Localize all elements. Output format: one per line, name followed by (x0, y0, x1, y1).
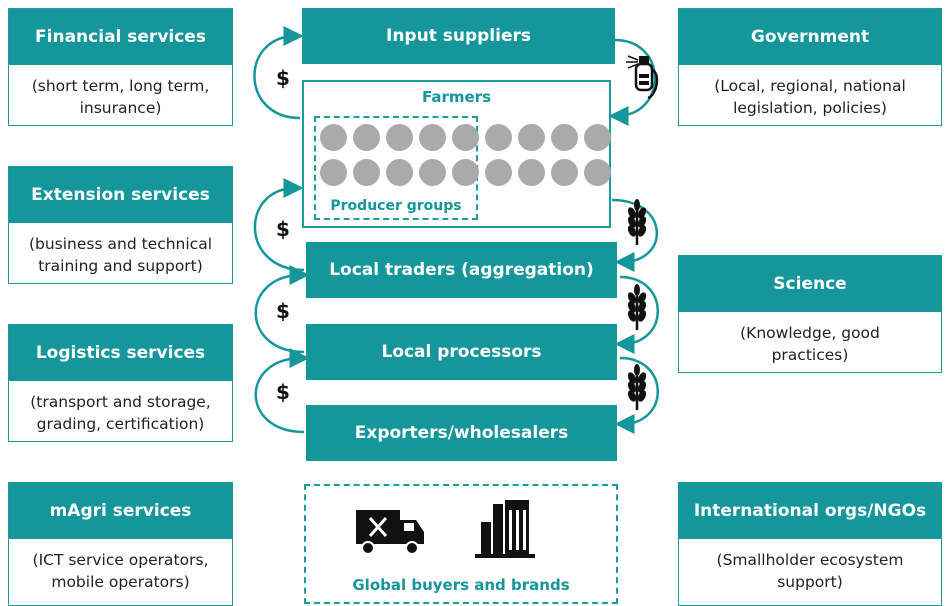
product-arrow-1 (611, 198, 659, 272)
farmer-dot (452, 124, 479, 151)
magri-services-box: mAgri services (ICT service operators, m… (8, 482, 233, 606)
grain-icon (627, 199, 647, 245)
farmer-dot (320, 124, 347, 151)
extension-services-desc: (business and technical training and sup… (28, 235, 213, 275)
money-arrow-1 (253, 26, 304, 120)
farmer-dot (419, 124, 446, 151)
international-orgs-desc: (Smallholder ecosystem support) (716, 551, 904, 591)
input-suppliers-box: Input suppliers (302, 8, 615, 64)
farmer-dot (320, 159, 347, 186)
input-arrow (608, 38, 657, 126)
global-buyers-box: Global buyers and brands (304, 484, 618, 604)
farmer-dot (386, 124, 413, 151)
exporters-box: Exporters/wholesalers (306, 405, 617, 461)
farmer-dot (551, 159, 578, 186)
money-symbol: $ (276, 217, 290, 241)
government-desc: (Local, regional, national legislation, … (714, 77, 906, 117)
government-title: Government (679, 9, 941, 65)
money-arrow-3 (254, 265, 310, 354)
science-desc: (Knowledge, good practices) (740, 324, 880, 364)
global-buyers-icons (356, 500, 535, 558)
financial-services-desc: (short term, long term, insurance) (31, 77, 210, 117)
farmer-dot (452, 159, 479, 186)
farmer-dot (353, 159, 380, 186)
money-symbol: $ (276, 66, 290, 90)
farmer-dot (551, 124, 578, 151)
magri-services-desc: (ICT service operators, mobile operators… (32, 551, 209, 591)
logistics-services-title: Logistics services (9, 325, 232, 381)
science-box: Science (Knowledge, good practices) (678, 255, 942, 373)
factory-icon (475, 500, 535, 558)
local-processors-box: Local processors (306, 324, 617, 380)
truck-icon (356, 510, 424, 555)
logistics-services-desc: (transport and storage, grading, certifi… (30, 393, 211, 433)
extension-services-box: Extension services (business and technic… (8, 166, 233, 284)
farmer-dot (353, 124, 380, 151)
farmers-box: Farmers Producer groups (302, 80, 611, 228)
farmer-dot (485, 159, 512, 186)
grain-icon (627, 364, 647, 410)
financial-services-title: Financial services (9, 9, 232, 65)
farmer-dot (419, 159, 446, 186)
money-symbol: $ (276, 380, 290, 404)
global-buyers-label: Global buyers and brands (352, 576, 570, 594)
product-arrow-3 (614, 356, 659, 434)
government-box: Government (Local, regional, national le… (678, 8, 942, 126)
farmer-dot (518, 124, 545, 151)
money-arrow-4 (254, 348, 310, 434)
farmer-dot (584, 124, 611, 151)
magri-services-title: mAgri services (9, 483, 232, 539)
sprayer-icon (626, 55, 659, 100)
farmer-dot (386, 159, 413, 186)
financial-services-box: Financial services (short term, long ter… (8, 8, 233, 126)
money-symbol: $ (276, 299, 290, 323)
international-orgs-title: International orgs/NGOs (679, 483, 941, 539)
extension-services-title: Extension services (9, 167, 232, 223)
international-orgs-box: International orgs/NGOs (Smallholder eco… (678, 482, 942, 606)
money-arrow-2 (253, 178, 305, 272)
producer-groups-label: Producer groups (330, 198, 462, 214)
logistics-services-box: Logistics services (transport and storag… (8, 324, 233, 442)
product-arrow-2 (614, 275, 659, 354)
farmers-title: Farmers (421, 88, 492, 106)
science-title: Science (679, 256, 941, 312)
local-traders-box: Local traders (aggregation) (306, 242, 617, 298)
farmer-dot (485, 124, 512, 151)
farmer-dot (518, 159, 545, 186)
farmer-dot (584, 159, 611, 186)
grain-icon (627, 284, 647, 330)
